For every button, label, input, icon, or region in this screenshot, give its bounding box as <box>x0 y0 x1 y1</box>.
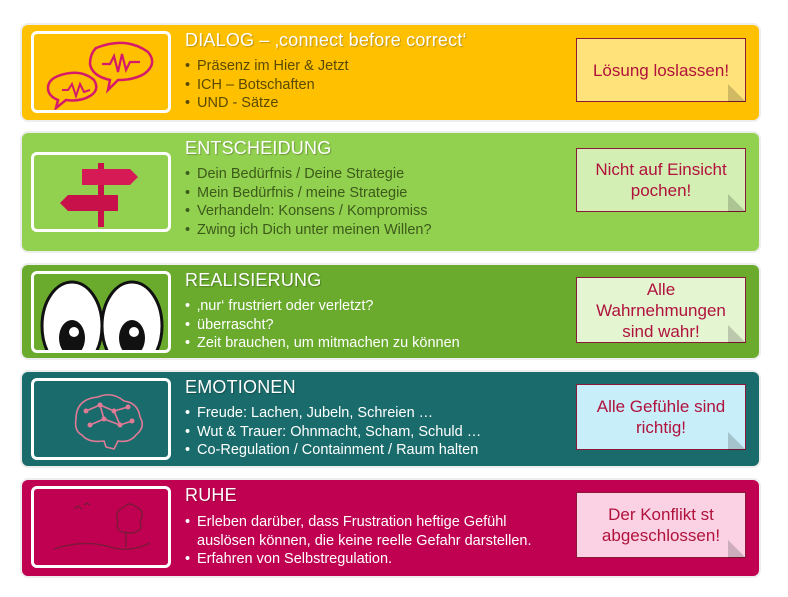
list-item: •Erfahren von Selbstregulation. <box>185 551 393 568</box>
list-item: •Verhandeln: Konsens / Kompromiss <box>185 203 428 220</box>
list-item: •ICH – Botschaften <box>185 76 315 93</box>
bullet-list: •Präsenz im Hier & Jetzt •ICH – Botschaf… <box>185 57 349 113</box>
sticky-note: Lösung loslassen! <box>576 38 746 102</box>
band-ruhe: RUHE •Erleben darüber, dass Frustration … <box>22 480 759 576</box>
sticky-note: Alle Wahrnehmungen sind wahr! <box>576 277 746 343</box>
list-item: •‚nur‘ frustriert oder verletzt? <box>185 298 374 314</box>
list-item: •Co-Regulation / Containment / Raum halt… <box>185 442 479 459</box>
icon-frame-dialog <box>31 31 171 113</box>
list-item: •Zwing ich Dich unter meinen Willen? <box>185 221 432 238</box>
icon-frame-emotionen <box>31 378 171 460</box>
page-fold <box>728 84 746 102</box>
signpost-icon <box>60 163 138 227</box>
band-emotionen: EMOTIONEN •Freude: Lachen, Jubeln, Schre… <box>22 372 759 466</box>
band-dialog: DIALOG – ‚connect before correct‘ •Präse… <box>22 25 759 120</box>
note-text: Der Konflikt st abgeschlossen! <box>601 505 721 545</box>
list-item: •Dein Bedürfnis / Deine Strategie <box>185 166 405 182</box>
icon-frame-realisierung <box>31 271 171 353</box>
list-item: •Mein Bedürfnis / meine Strategie <box>185 184 408 201</box>
bullet-list: •Dein Bedürfnis / Deine Strategie •Mein … <box>185 165 432 239</box>
sticky-note: Alle Gefühle sind richtig! <box>576 384 746 450</box>
page-fold <box>728 194 746 212</box>
page-fold <box>728 540 746 558</box>
sticky-note: Der Konflikt st abgeschlossen! <box>576 492 746 558</box>
band-title: RUHE <box>185 485 237 505</box>
brain-network-icon <box>74 393 144 450</box>
tree-landscape-icon <box>53 502 151 550</box>
bullet-list: •Erleben darüber, dass Frustration hefti… <box>185 513 532 569</box>
list-item: auslösen können, die keine reelle Gefahr… <box>197 532 532 549</box>
note-text: Alle Gefühle sind richtig! <box>596 397 726 437</box>
note-text: Nicht auf Einsicht pochen! <box>595 160 727 200</box>
page-fold <box>728 325 746 343</box>
band-entscheidung: ENTSCHEIDUNG •Dein Bedürfnis / Deine Str… <box>22 133 759 251</box>
band-title: EMOTIONEN <box>185 377 296 397</box>
icon-frame-ruhe <box>31 486 171 568</box>
band-realisierung: REALISIERUNG •‚nur‘ frustriert oder verl… <box>22 265 759 358</box>
bullet-list: •‚nur‘ frustriert oder verletzt? •überra… <box>185 297 460 353</box>
list-item: •überrascht? <box>185 316 274 333</box>
list-item: •Präsenz im Hier & Jetzt <box>185 58 349 74</box>
list-item: •Erleben darüber, dass Frustration hefti… <box>185 514 507 530</box>
list-item: •Wut & Trauer: Ohnmacht, Scham, Schuld … <box>185 423 482 440</box>
icon-frame-entscheidung <box>31 152 171 232</box>
band-title: ENTSCHEIDUNG <box>185 138 332 158</box>
speech-bubbles-icon <box>46 41 154 110</box>
bullet-list: •Freude: Lachen, Jubeln, Schreien … •Wut… <box>185 404 481 460</box>
eyes-icon <box>40 280 164 350</box>
band-title: DIALOG – ‚connect before correct‘ <box>185 30 467 50</box>
note-text: Lösung loslassen! <box>592 60 730 80</box>
band-title: REALISIERUNG <box>185 270 322 290</box>
note-text: Alle Wahrnehmungen sind wahr! <box>596 279 726 341</box>
list-item: •Zeit brauchen, um mitmachen zu können <box>185 335 460 352</box>
sticky-note: Nicht auf Einsicht pochen! <box>576 148 746 212</box>
list-item: •UND - Sätze <box>185 95 279 112</box>
page-fold <box>728 432 746 450</box>
list-item: •Freude: Lachen, Jubeln, Schreien … <box>185 405 434 421</box>
